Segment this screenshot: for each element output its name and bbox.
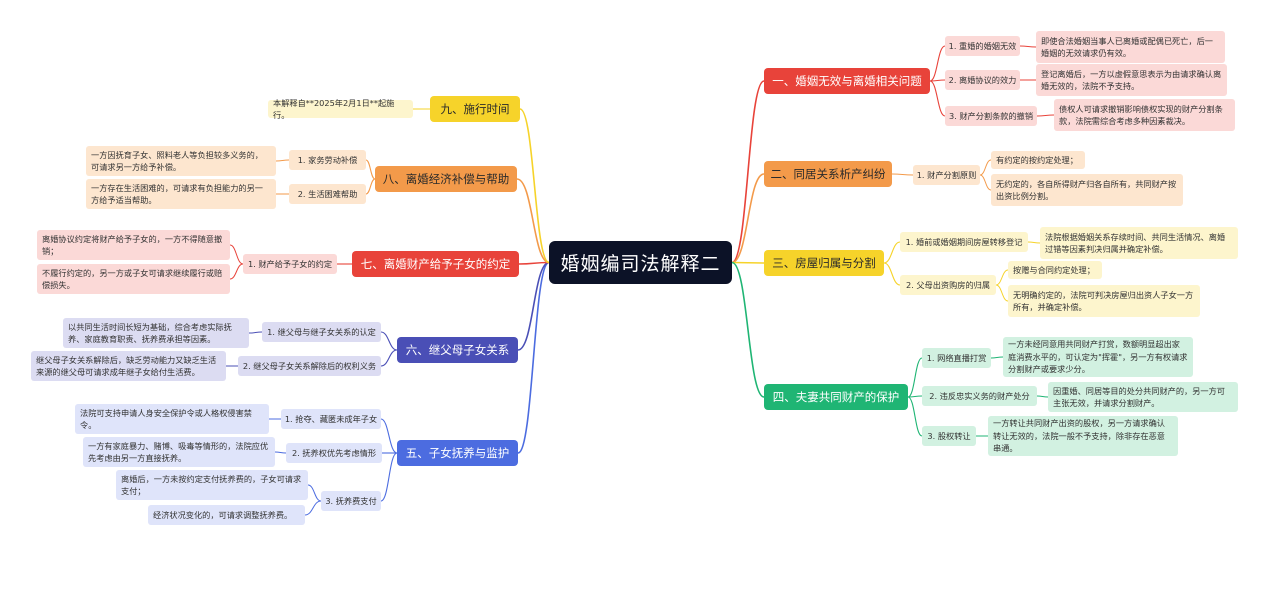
- b6-sub-1[interactable]: 1. 继父母与继子女关系的认定: [262, 322, 381, 342]
- link-root-branch-9: [519, 108, 550, 264]
- link-b2-sub-1-b2-leaf-1: [979, 159, 992, 176]
- link-b8-sub-1-b8-leaf-1: [275, 159, 290, 162]
- branch-2[interactable]: 二、同居关系析产纠纷: [764, 161, 892, 187]
- link-b7-sub-1-b7-leaf-2: [229, 263, 244, 280]
- link-branch-1-b1-sub-3: [929, 80, 946, 117]
- branch-5[interactable]: 五、子女抚养与监护: [397, 440, 518, 466]
- b7-sub-1[interactable]: 1. 财产给予子女的约定: [243, 254, 337, 274]
- branch-3[interactable]: 三、房屋归属与分割: [764, 250, 884, 276]
- b6-sub-2[interactable]: 2. 继父母子女关系解除后的权利义务: [238, 356, 381, 376]
- link-b3-sub-1-b3-leaf-1: [1027, 241, 1041, 244]
- link-b6-sub-1-b6-leaf-1: [248, 331, 263, 334]
- link-branch-4-b4-sub-2: [907, 395, 923, 398]
- branch-6[interactable]: 六、继父母子女关系: [397, 337, 518, 363]
- b5-sub-3[interactable]: 3. 抚养费支付: [321, 491, 381, 511]
- link-root-branch-1: [731, 80, 765, 264]
- b5-sub-1[interactable]: 1. 抢夺、藏匿未成年子女: [281, 409, 381, 429]
- b4-leaf-1: 一方未经同意用共同财产打赏，数额明显超出家庭消费水平的，可认定为"挥霍"，另一方…: [1003, 337, 1193, 377]
- b1-sub-3[interactable]: 3. 财产分割条款的撤销: [945, 106, 1037, 126]
- link-branch-6-b6-sub-1: [380, 331, 398, 351]
- link-root-branch-8: [516, 178, 550, 264]
- branch-7[interactable]: 七、离婚财产给予子女的约定: [352, 251, 519, 277]
- b1-sub-2[interactable]: 2. 离婚协议的效力: [945, 70, 1020, 90]
- b3-sub-1[interactable]: 1. 婚前或婚姻期间房屋转移登记: [900, 232, 1028, 252]
- link-b1-sub-1-b1-leaf-1: [1019, 45, 1037, 48]
- b1-leaf-1: 即使合法婚姻当事人已离婚或配偶已死亡，后一婚姻的无效请求仍有效。: [1036, 31, 1225, 63]
- b2-leaf-1: 有约定的按约定处理；: [991, 151, 1085, 169]
- b4-sub-2[interactable]: 2. 违反忠实义务的财产处分: [922, 386, 1037, 406]
- link-branch-5-b5-sub-3: [380, 452, 398, 502]
- b3-leaf-1: 法院根据婚姻关系存续时间、共同生活情况、离婚过错等因素判决归属并确定补偿。: [1040, 227, 1238, 259]
- b8-sub-2[interactable]: 2. 生活困难帮助: [289, 184, 366, 204]
- b8-sub-1[interactable]: 1. 家务劳动补偿: [289, 150, 366, 170]
- link-root-branch-5: [517, 261, 550, 454]
- link-branch-2-b2-sub-1: [891, 173, 914, 176]
- b4-leaf-3: 一方转让共同财产出资的股权，另一方请求确认转让无效的，法院一般不予支持，除非存在…: [988, 416, 1178, 456]
- b6-leaf-1: 以共同生活时间长短为基础，综合考虑实际抚养、家庭教育职责、抚养费承担等因素。: [63, 318, 249, 348]
- link-branch-3-b3-sub-2: [883, 262, 901, 286]
- b6-leaf-2: 继父母子女关系解除后，缺乏劳动能力又缺乏生活来源的继父母可请求成年继子女给付生活…: [31, 351, 226, 381]
- b3-leaf-3: 无明确约定的，法院可判决房屋归出资人子女一方所有，并确定补偿。: [1008, 285, 1200, 317]
- link-b5-sub-3-b5-leaf-3: [307, 484, 322, 502]
- branch-1[interactable]: 一、婚姻无效与离婚相关问题: [764, 68, 930, 94]
- link-root-branch-7: [518, 261, 550, 265]
- link-b3-sub-2-b3-leaf-2: [995, 269, 1009, 286]
- b2-sub-1[interactable]: 1. 财产分割原则: [913, 165, 980, 185]
- link-branch-4-b4-sub-3: [907, 396, 923, 437]
- b5-leaf-3: 离婚后，一方未按约定支付抚养费的，子女可请求支付；: [116, 470, 308, 500]
- link-b4-sub-2-b4-leaf-2: [1036, 395, 1049, 398]
- link-branch-1-b1-sub-2: [929, 79, 946, 82]
- link-branch-1-b1-sub-1: [929, 45, 946, 82]
- link-branch-6-b6-sub-2: [380, 349, 398, 367]
- link-root-branch-3: [731, 261, 765, 264]
- branch-8[interactable]: 八、离婚经济补偿与帮助: [375, 166, 517, 192]
- b8-leaf-1: 一方因抚育子女、照料老人等负担较多义务的，可请求另一方给予补偿。: [86, 146, 276, 176]
- link-branch-3-b3-sub-1: [883, 241, 901, 264]
- branch-4[interactable]: 四、夫妻共同财产的保护: [764, 384, 908, 410]
- branch-9[interactable]: 九、施行时间: [430, 96, 520, 122]
- link-branch-8-b8-sub-1: [365, 159, 376, 180]
- link-b3-sub-2-b3-leaf-3: [995, 284, 1009, 302]
- b9-leaf-1: 本解释自**2025年2月1日**起施行。: [268, 98, 413, 120]
- link-b7-sub-1-b7-leaf-1: [229, 244, 244, 265]
- b4-leaf-2: 因重婚、同居等目的处分共同财产的，另一方可主张无效，并请求分割财产。: [1048, 382, 1238, 412]
- link-branch-4-b4-sub-1: [907, 357, 923, 398]
- b3-leaf-2: 按赠与合同约定处理；: [1008, 261, 1102, 279]
- b4-sub-1[interactable]: 1. 网络直播打赏: [922, 348, 991, 368]
- link-branch-5-b5-sub-1: [380, 418, 398, 454]
- b5-leaf-1: 法院可支持申请人身安全保护令或人格权侵害禁令。: [75, 404, 269, 434]
- link-b4-sub-1-b4-leaf-1: [990, 356, 1004, 359]
- b3-sub-2[interactable]: 2. 父母出资购房的归属: [900, 275, 996, 295]
- link-b2-sub-1-b2-leaf-2: [979, 174, 992, 191]
- link-root-branch-2: [731, 173, 765, 264]
- b4-sub-3[interactable]: 3. 股权转让: [922, 426, 976, 446]
- link-b5-sub-2-b5-leaf-2: [274, 451, 287, 454]
- b5-leaf-2: 一方有家庭暴力、赌博、吸毒等情形的，法院应优先考虑由另一方直接抚养。: [83, 437, 275, 467]
- b5-leaf-4: 经济状况变化的，可请求调整抚养费。: [148, 505, 305, 525]
- link-b5-sub-3-b5-leaf-4: [304, 500, 322, 516]
- b7-leaf-2: 不履行约定的，另一方或子女可请求继续履行或赔偿损失。: [37, 264, 230, 294]
- link-root-branch-6: [517, 261, 550, 351]
- root-node[interactable]: 婚姻编司法解释二: [549, 241, 732, 284]
- b1-leaf-3: 债权人可请求撤销影响债权实现的财产分割条款，法院需综合考虑多种因素裁决。: [1054, 99, 1235, 131]
- b7-leaf-1: 离婚协议约定将财产给予子女的，一方不得随意撤销；: [37, 230, 230, 260]
- link-b1-sub-3-b1-leaf-3: [1036, 114, 1055, 117]
- b8-leaf-2: 一方存在生活困难的，可请求有负担能力的另一方给予适当帮助。: [86, 179, 276, 209]
- link-branch-8-b8-sub-2: [365, 178, 376, 195]
- b1-leaf-2: 登记离婚后，一方以虚假意思表示为由请求确认离婚无效的，法院不予支持。: [1036, 64, 1227, 96]
- b1-sub-1[interactable]: 1. 重婚的婚姻无效: [945, 36, 1020, 56]
- b2-leaf-2: 无约定的，各自所得财产归各自所有，共同财产按出资比例分割。: [991, 174, 1183, 206]
- link-root-branch-4: [731, 261, 765, 398]
- b5-sub-2[interactable]: 2. 抚养权优先考虑情形: [286, 443, 382, 463]
